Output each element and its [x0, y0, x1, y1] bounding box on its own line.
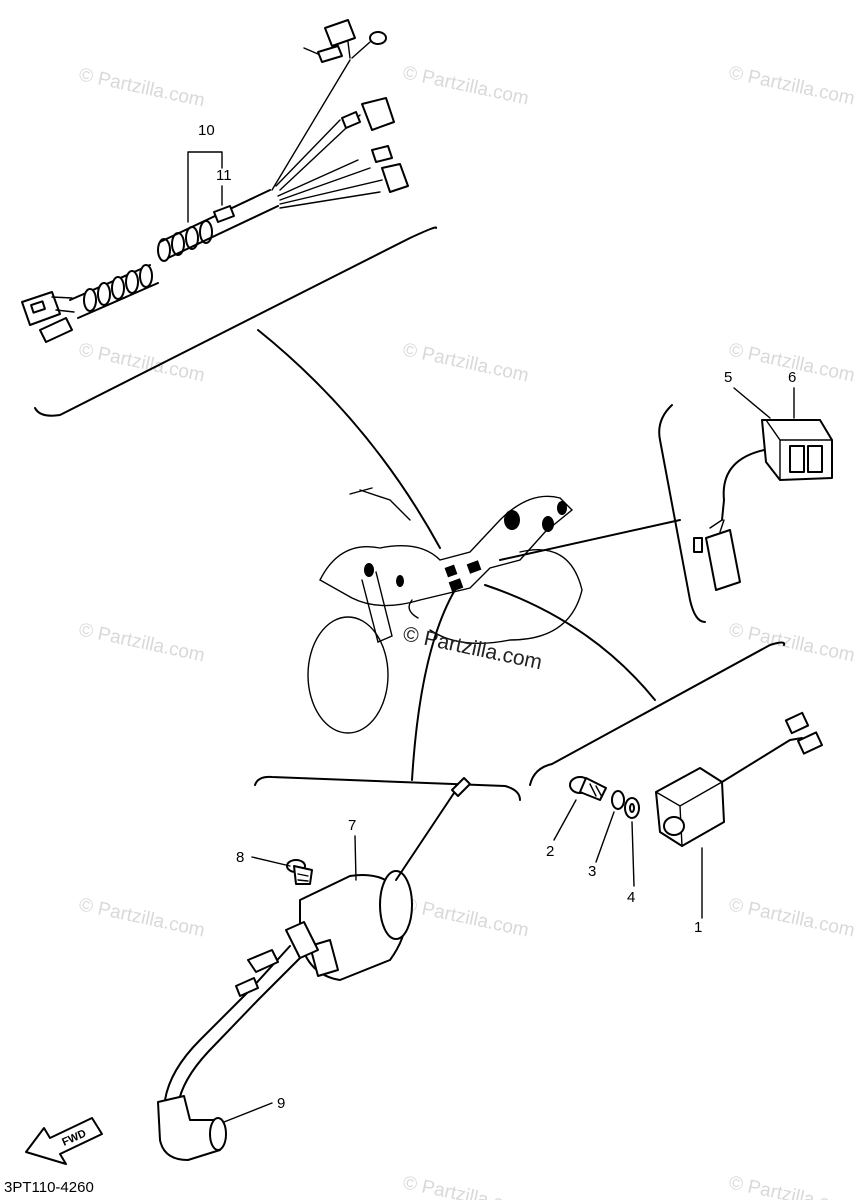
front-wheel: [307, 616, 389, 734]
watermark: © Partzilla.com: [727, 1172, 857, 1200]
relay-bracket: [658, 404, 706, 623]
bullet-terminal: [324, 19, 356, 47]
watermark: © Partzilla.com: [401, 62, 531, 109]
watermark: © Partzilla.com: [401, 1172, 531, 1200]
terminal-cap: [39, 317, 73, 343]
relay-coupler: [705, 529, 741, 591]
callout-8: 8: [236, 849, 244, 866]
ring-terminal: [369, 31, 387, 45]
side-coupler: [361, 97, 395, 131]
harness-bracket: [34, 226, 438, 417]
watermark: © Partzilla.com: [727, 619, 857, 666]
fwd-arrow-icon: [25, 1117, 103, 1165]
cdi-unit: [655, 767, 725, 847]
coil-bracket: [254, 775, 521, 801]
handlebar: [349, 487, 411, 521]
harness-branches: [271, 59, 383, 209]
fwd-arrow: FWD: [25, 1117, 103, 1165]
harness-clamp: [213, 205, 235, 223]
callout-9: 9: [277, 1095, 285, 1112]
watermark: © Partzilla.com: [77, 64, 207, 111]
diagram-code: 3PT110-4260: [4, 1179, 94, 1196]
frame-body: [319, 495, 574, 607]
callout-5: 5: [724, 369, 732, 386]
ignition-coil-assembly: 8 7 9: [157, 775, 521, 1161]
callout-10: 10: [198, 122, 215, 139]
front-fork: [361, 571, 393, 643]
callout-7: 7: [348, 817, 356, 834]
cdi-coupler: [784, 711, 810, 735]
cdi-unit-assembly: 2 3 4 1: [529, 641, 824, 936]
callout-6: 6: [788, 369, 796, 386]
leader-lines: [257, 329, 681, 781]
watermark: © Partzilla.com: [77, 894, 207, 941]
watermark: © Partzilla.com: [401, 339, 531, 386]
watermark: © Partzilla.com: [401, 894, 531, 941]
watermark: © Partzilla.com: [77, 619, 207, 666]
watermark: © Partzilla.com: [727, 894, 857, 941]
callout-1: 1: [694, 919, 702, 936]
side-coupler-2: [381, 163, 409, 193]
washer-3: [611, 790, 625, 810]
relay-assembly: 5 6: [658, 369, 833, 623]
callout-2: 2: [546, 843, 554, 860]
watermark: © Partzilla.com: [727, 62, 857, 109]
harness-sleeve: [69, 264, 159, 319]
harness-corrugation: [83, 220, 213, 312]
watermark-center: © Partzilla.com: [401, 622, 544, 674]
callout-4: 4: [627, 889, 635, 906]
rear-wheel: [429, 548, 583, 644]
cdi-bracket: [529, 641, 786, 786]
watermark: © Partzilla.com: [77, 339, 207, 386]
callout-11: 11: [216, 167, 232, 184]
motorcycle-outline: [307, 487, 583, 734]
wire-harness: 10 11: [21, 19, 438, 417]
callout-3: 3: [588, 863, 596, 880]
